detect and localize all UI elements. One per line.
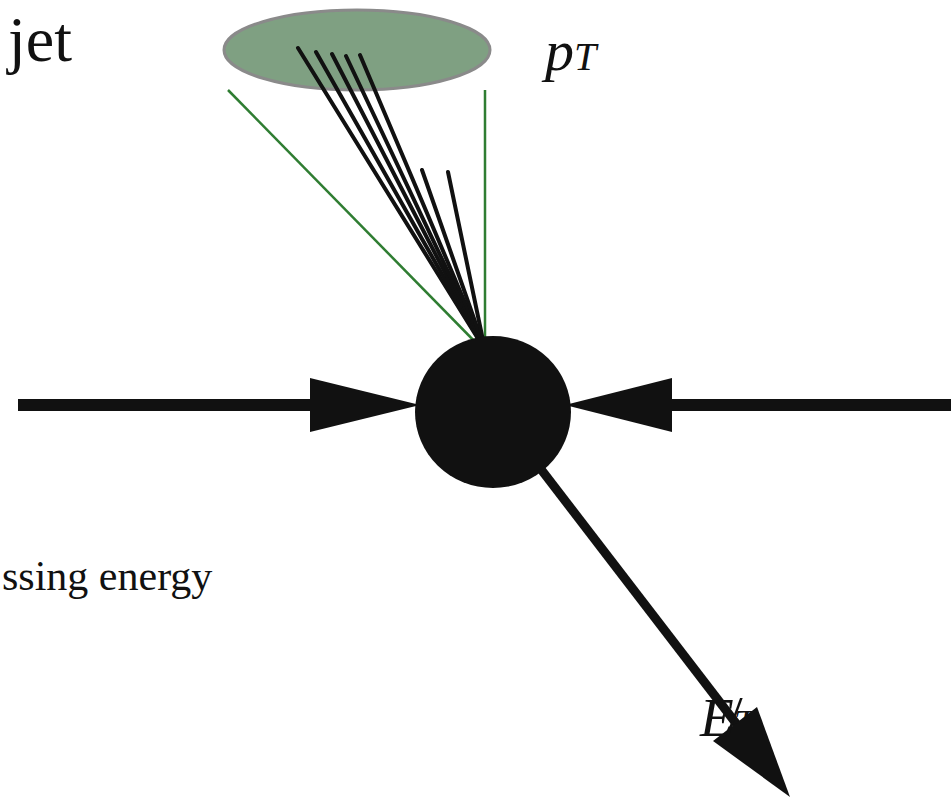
momentum-label: pT bbox=[545, 22, 596, 80]
cone-edge bbox=[484, 90, 487, 352]
track bbox=[298, 48, 485, 350]
track bbox=[332, 54, 485, 350]
jet-tracks bbox=[298, 48, 485, 350]
track bbox=[448, 172, 485, 350]
track bbox=[316, 52, 485, 350]
arrowhead bbox=[565, 378, 672, 432]
track bbox=[360, 55, 485, 350]
track bbox=[422, 170, 485, 350]
jet-label: jet bbox=[8, 8, 72, 72]
missing-energy-label: ssing energy bbox=[2, 555, 212, 597]
incoming-beam bbox=[650, 399, 951, 411]
interaction-blob bbox=[415, 336, 571, 488]
cone-edge bbox=[228, 90, 485, 352]
track bbox=[346, 56, 485, 350]
incoming-beam bbox=[18, 399, 330, 411]
missing-et-label: E̸T bbox=[700, 690, 755, 745]
arrowhead bbox=[310, 378, 420, 432]
